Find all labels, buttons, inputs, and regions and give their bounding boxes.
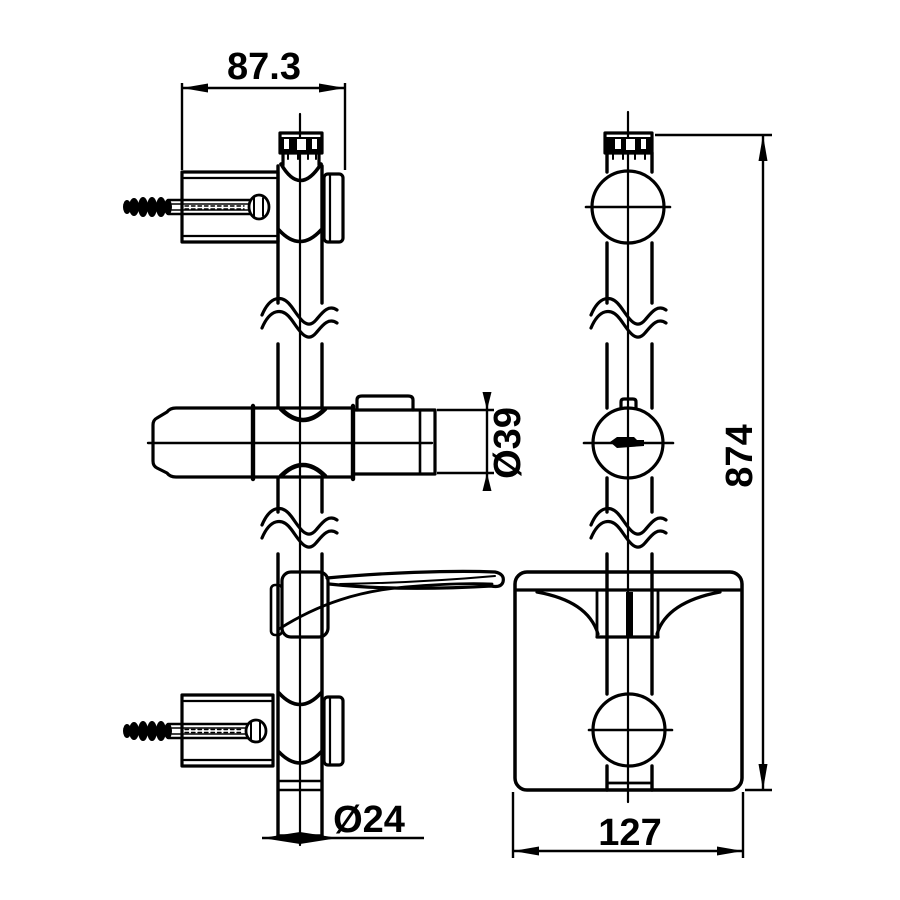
side-top-bracket [180,162,345,244]
dimension-bottom-plate-width: 127 [511,792,745,858]
wall-anchor-bottom [123,721,172,741]
slider-lock-button [355,394,415,412]
front-top-cap [603,131,654,160]
dimensions: 87.3 Ø39 Ø24 874 [180,46,772,858]
front-top-bracket [584,169,672,245]
side-top-cap [278,131,324,167]
dimension-label-127: 127 [598,812,661,854]
side-top-screw [123,193,271,221]
slider-lever [610,437,644,448]
wall-anchor-top [123,197,172,217]
front-slider-knob [582,397,675,480]
side-bottom-bracket [180,691,345,768]
dimension-label-87-3: 87.3 [227,46,301,88]
dimension-label-d24: Ø24 [333,799,405,841]
dimension-label-874: 874 [719,424,761,487]
dimension-overall-height: 874 [655,133,772,792]
front-bottom-bracket [587,692,674,768]
front-soap-dish [513,570,744,792]
dimension-label-d39: Ø39 [487,407,529,479]
front-bar [605,151,654,792]
side-bottom-screw [123,718,268,744]
side-slider [146,394,437,482]
slider-button-front [619,397,638,410]
front-view [513,110,744,804]
dish-center-slot [626,592,633,637]
dimension-top-bracket-width: 87.3 [180,46,347,170]
dimension-bar-diameter: Ø24 [262,799,424,844]
side-view [123,112,505,847]
dimension-slider-diameter: Ø39 [437,392,529,491]
side-soap-dish [269,569,505,639]
